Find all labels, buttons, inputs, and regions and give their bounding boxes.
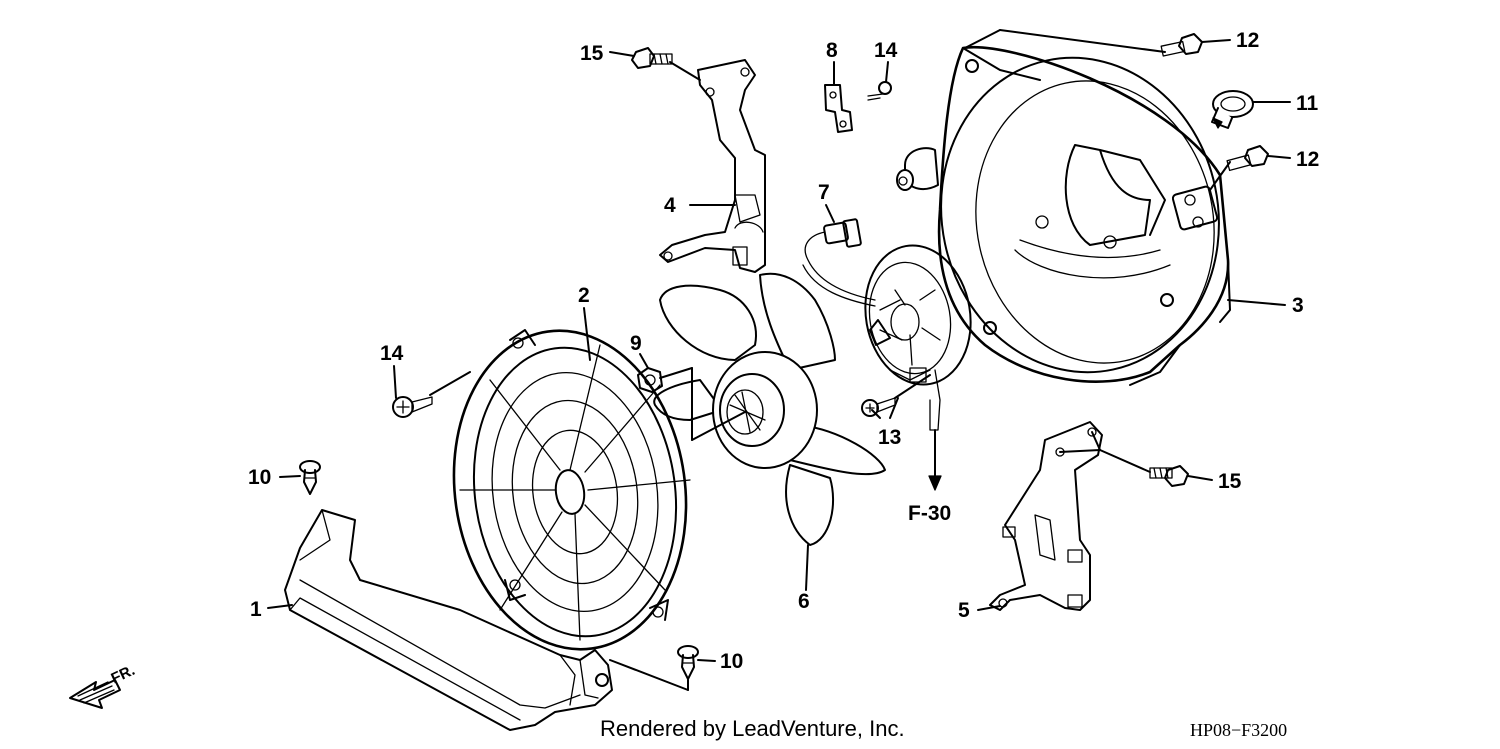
diagram-code: HP08−F3200 [1190, 720, 1288, 740]
part-14-screw-left [392, 396, 433, 418]
callout-12b: 12 [1296, 148, 1319, 171]
part-11-clip [1211, 90, 1254, 129]
callout-14b: 14 [380, 342, 404, 365]
callout-3: 3 [1292, 294, 1304, 317]
part-2-fan-guard [452, 329, 691, 651]
part-15-bolt-top [631, 47, 673, 69]
part-10-clip-lower [677, 645, 699, 680]
part-3-fan-shroud [896, 45, 1231, 386]
front-arrow-icon [69, 679, 121, 709]
leader-lines [267, 29, 1291, 691]
part-1-lower-duct [284, 509, 613, 731]
callout-6: 6 [798, 590, 810, 613]
callout-5: 5 [958, 599, 970, 622]
part-7-fan-motor [802, 218, 972, 431]
part-12-bolt-upper [1160, 33, 1203, 57]
callout-15b: 15 [1218, 470, 1242, 493]
part-15-bolt-lower [1149, 465, 1189, 487]
part-14-screw-upper [867, 81, 892, 101]
front-marker-label: FR. [108, 662, 137, 688]
callout-1: 1 [250, 598, 262, 621]
part-5-bracket [989, 421, 1103, 611]
callout-15a: 15 [580, 42, 604, 65]
callout-7: 7 [818, 181, 830, 204]
callout-4: 4 [664, 194, 676, 217]
part-10-clip-upper [299, 460, 321, 495]
callout-14a: 14 [874, 39, 898, 62]
callout-13: 13 [878, 426, 901, 449]
part-6-fan-blade [653, 272, 886, 546]
callout-labels: 15 8 14 12 11 12 3 4 7 2 9 14 10 10 1 6 … [108, 29, 1319, 687]
part-12-bolt-lower [1226, 145, 1269, 172]
part-4-bracket [659, 59, 766, 273]
part-13-screw [861, 397, 896, 417]
callout-8: 8 [826, 39, 838, 62]
part-9-nut [637, 367, 663, 393]
reference-label: F-30 [908, 502, 951, 525]
callout-10b: 10 [720, 650, 743, 673]
callout-9: 9 [630, 332, 642, 355]
part-8-small-bracket [824, 84, 853, 133]
callout-11: 11 [1296, 92, 1319, 115]
callout-10a: 10 [248, 466, 271, 489]
callout-12a: 12 [1236, 29, 1259, 52]
callout-2: 2 [578, 284, 590, 307]
credit-text: Rendered by LeadVenture, Inc. [600, 716, 905, 741]
